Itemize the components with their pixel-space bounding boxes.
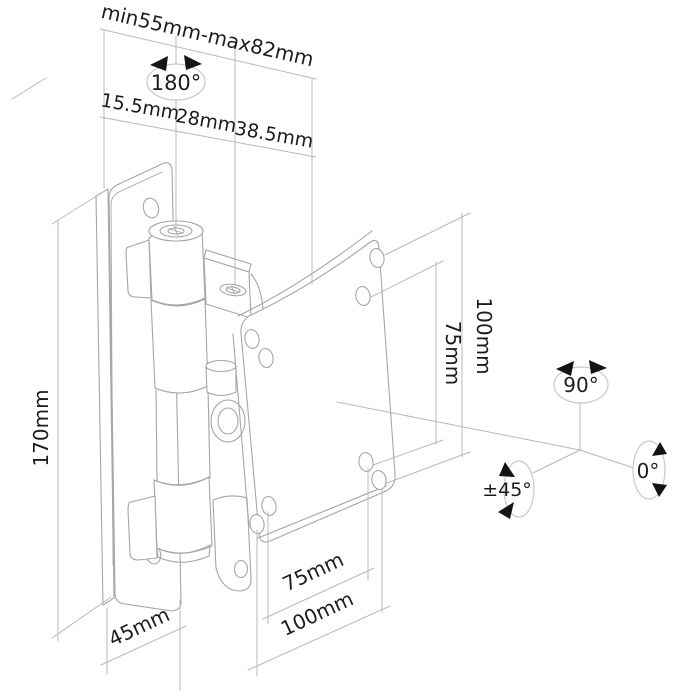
- dimension-left-height: 170mm: [29, 189, 112, 642]
- tilt-45-label: ±45°: [482, 479, 532, 501]
- wall-corner-line: [11, 77, 47, 100]
- axis-line-down-left: [532, 449, 581, 474]
- vesa-plate: [232, 230, 396, 543]
- ext-line-v100-top: [384, 212, 471, 256]
- rotation-arrow-0-top-icon: [652, 442, 667, 456]
- depth-total-label: min55mm-max82mm: [99, 0, 316, 71]
- wall-plate-bevel: [110, 171, 163, 566]
- plate-height-label: 170mm: [29, 389, 53, 466]
- plate-depth-label: 45mm: [105, 602, 174, 651]
- tilt-washer-top: [205, 359, 237, 373]
- dimension-bottom-depth: 45mm: [100, 599, 187, 691]
- vesa-horizontal-inner-label: 75mm: [279, 547, 348, 596]
- swivel-0-label: 0°: [637, 459, 660, 483]
- axis-line-right: [579, 449, 635, 469]
- hinge-bracket-bottom: [127, 495, 158, 561]
- dim-line-depth-total: [99, 28, 317, 80]
- ext-line-v75-bottom: [372, 439, 444, 466]
- hinge-cylinder-middle: [150, 298, 209, 394]
- vesa-vertical-outer-label: 100mm: [472, 297, 496, 374]
- dim-line-45: [100, 625, 187, 666]
- rotation-arrow-left-icon: [150, 56, 168, 71]
- ext-line-height-top: [51, 189, 107, 225]
- hinge-bottom-cap: [156, 544, 211, 563]
- ext-line-v75-top: [370, 260, 444, 298]
- tilt-joint-inner-ring: [217, 407, 239, 435]
- hinge-seam-1: [150, 298, 206, 307]
- dim-line-h100: [247, 605, 391, 671]
- arm-screw-cross: [226, 285, 240, 295]
- rotation-arrow-90-right-icon: [589, 360, 607, 374]
- vesa75-hole-bottom-left: [261, 496, 277, 516]
- hinge-cylinder-bottom: [153, 476, 213, 554]
- hinge-seam-2: [153, 476, 210, 486]
- vesa100-hole-top-right: [369, 248, 385, 268]
- vesa-plate-face: [240, 239, 396, 543]
- ext-line-v100-bottom: [386, 451, 471, 484]
- vesa-plate-left-bevel: [232, 333, 250, 528]
- swivel-180-label: 180°: [151, 71, 202, 95]
- arm-bracket-hole: [233, 559, 249, 579]
- hinge-knuckle: [155, 387, 211, 481]
- swivel-180-ellipse: [146, 63, 206, 101]
- hinge-bracket-top: [125, 239, 152, 299]
- rotation-arrow-90-left-icon: [556, 361, 574, 376]
- dimension-right-vesa-vertical: 100mm 75mm: [370, 212, 496, 484]
- vesa100-hole-top-left: [244, 329, 260, 349]
- vesa-vertical-inner-label: 75mm: [441, 321, 465, 385]
- vesa-plate-top-bevel: [237, 230, 373, 317]
- rotation-axes: 90° 0° ±45°: [336, 360, 667, 519]
- swivel-90-label: 90°: [563, 373, 598, 397]
- axis-line-main: [336, 401, 581, 451]
- vesa-plate-bottom-bevel: [257, 485, 387, 539]
- arm-bracket-lower: [212, 495, 252, 592]
- dim-line-depth-segments: [99, 116, 317, 158]
- swivel-90-ellipse: [553, 366, 609, 404]
- rotation-arrow-right-icon: [184, 55, 202, 70]
- tilt-arrow-top-icon: [499, 462, 515, 477]
- vesa100-hole-bottom-left: [249, 514, 265, 534]
- rotation-arrow-0-bottom-icon: [652, 483, 667, 497]
- depth-seg3-label: 38.5mm: [233, 117, 315, 152]
- ext-line-height-bottom: [51, 596, 112, 639]
- dim-line-h75: [262, 567, 375, 620]
- wall-plate-hole-top: [142, 197, 160, 219]
- hinge-screw-cross: [168, 225, 184, 237]
- vesa75-hole-top-left: [258, 348, 274, 368]
- vesa100-hole-bottom-right: [371, 470, 387, 490]
- tilt-arrow-bottom-icon: [498, 502, 514, 519]
- vesa75-hole-top-right: [355, 286, 371, 306]
